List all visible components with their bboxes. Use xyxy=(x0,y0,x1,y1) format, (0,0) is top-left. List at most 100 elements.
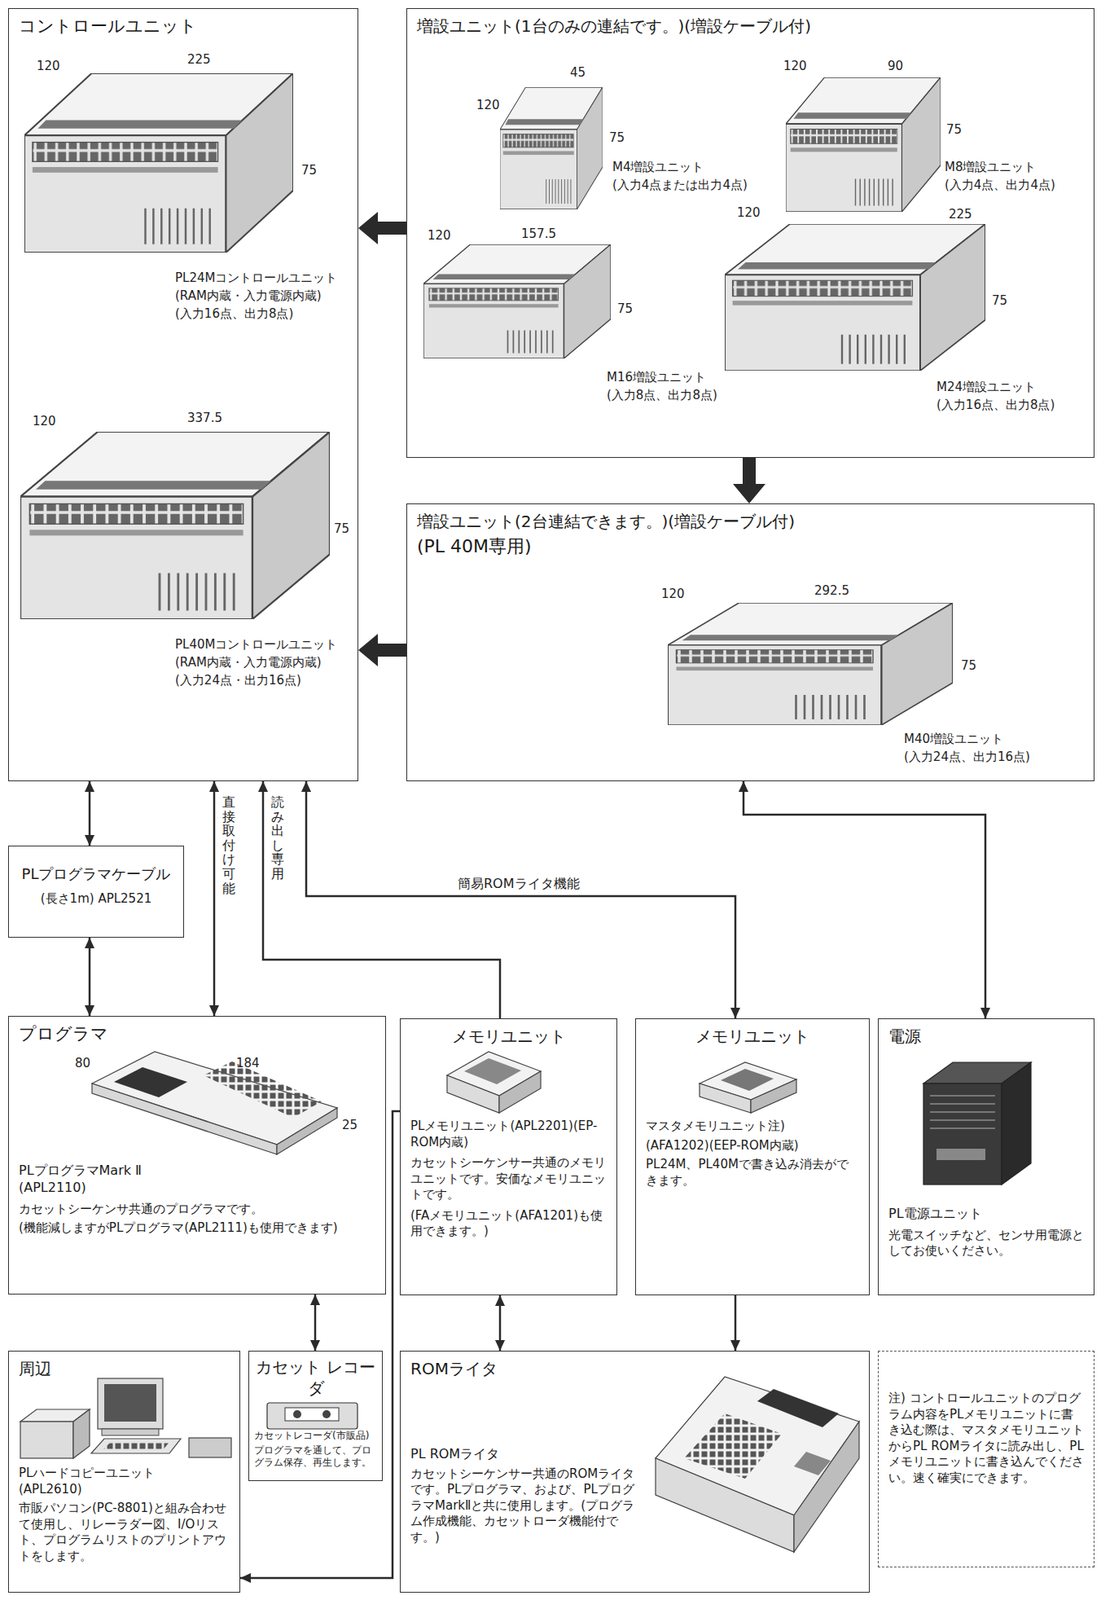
caption: (入力16点、出力8点) xyxy=(936,397,1055,413)
caption: (入力4点または出力4点) xyxy=(612,177,748,193)
dimension: 75 xyxy=(609,130,625,145)
caption: (RAM内蔵・入力電源内蔵) xyxy=(175,288,322,303)
m24-unit xyxy=(724,223,986,371)
caption: (入力4点、出力4点) xyxy=(944,177,1056,193)
edge-label: 簡易ROMライタ機能 xyxy=(456,874,582,894)
dimension: 157.5 xyxy=(521,226,557,242)
dimension: 90 xyxy=(887,58,904,74)
arrowhead xyxy=(84,780,95,792)
box-text: 市販パソコン(PC-8801)と組み合わせて使用し、リレーラダー図、I/Oリスト… xyxy=(18,1500,230,1564)
edge-label: 直接取付け可能 xyxy=(220,793,237,896)
note-box: 注) コントロールユニットのプログラム内容をPLメモリユニットに書き込む際は、マ… xyxy=(877,1350,1095,1567)
box-text: プログラマを通して、プログラム保存、再生します。 xyxy=(254,1443,378,1470)
m16-unit xyxy=(423,244,611,359)
caption: M24増設ユニット xyxy=(936,379,1036,395)
box-text: 光電スイッチなど、センサ用電源としてお使いください。 xyxy=(888,1227,1084,1259)
caption: (入力24点・出力16点) xyxy=(175,672,302,688)
caption: M16増設ユニット xyxy=(606,369,707,385)
connector xyxy=(209,780,220,1016)
caption: M8増設ユニット xyxy=(944,159,1037,175)
box-heading: 周辺 xyxy=(18,1357,230,1379)
box-text: (FAメモリユニット(AFA1201)も使用できます。) xyxy=(410,1207,607,1240)
arrowhead xyxy=(209,780,220,792)
dimension: 120 xyxy=(736,205,761,220)
box-text: (PL 40M専用) xyxy=(416,535,1084,559)
box-heading: PLプログラマケーブル xyxy=(18,864,174,883)
box-heading: カセット レコーダ xyxy=(254,1355,378,1399)
dimension: 120 xyxy=(427,228,452,243)
box-heading: メモリユニット xyxy=(645,1025,860,1047)
dimension: 75 xyxy=(301,162,317,178)
cable-box: PLプログラマケーブル (長さ1m) APL2521 xyxy=(8,845,185,938)
caption: PL40Mコントロールユニット xyxy=(175,636,338,652)
connector xyxy=(84,937,95,1016)
box-heading: 電源 xyxy=(888,1025,1084,1047)
programmer-picture xyxy=(92,1051,338,1154)
master-memory-picture xyxy=(699,1061,797,1113)
m40-unit xyxy=(667,602,953,725)
dimension: 225 xyxy=(948,206,973,222)
pl24m-unit xyxy=(24,73,294,253)
box-heading: 増設ユニット(1台のみの連結です。)(増設ケーブル付) xyxy=(416,15,1084,37)
connector xyxy=(495,1294,505,1351)
box-heading: プログラマ xyxy=(18,1022,376,1045)
dimension: 75 xyxy=(617,301,633,316)
block-arrow xyxy=(358,211,407,245)
block-arrow xyxy=(358,633,407,667)
m8-unit xyxy=(785,77,941,212)
arrowhead xyxy=(310,1339,321,1351)
caption: M40増設ユニット xyxy=(903,731,1004,746)
box-heading: コントロールユニット xyxy=(18,15,348,38)
box-text: カセットシーケンサ共通のプログラマです。 xyxy=(18,1201,376,1218)
dimension: 120 xyxy=(661,586,685,601)
dimension: 120 xyxy=(32,413,57,429)
connector xyxy=(310,1294,321,1351)
rom-writer-picture xyxy=(655,1376,860,1552)
dimension: 75 xyxy=(960,657,977,673)
box-text: マスタメモリユニット注) xyxy=(645,1118,860,1135)
device-box: プログラマ PLプログラマMark Ⅱ(APL2110) カセットシーケンサ共通のプ… xyxy=(8,1015,387,1295)
arrowhead xyxy=(730,1007,741,1018)
dimension: 337.5 xyxy=(187,410,223,426)
dimension: 80 xyxy=(74,1055,91,1071)
box-text: PL ROMライタ xyxy=(410,1445,643,1463)
box-text: PL24M、PL40Mで書き込み消去ができます。 xyxy=(645,1156,860,1189)
caption: PL24Mコントロールユニット xyxy=(175,270,338,286)
dimension: 75 xyxy=(333,521,350,536)
box-text: カセットレコーダ(市販品) xyxy=(254,1429,378,1443)
m4-unit xyxy=(500,87,603,210)
caption: (入力24点、出力16点) xyxy=(903,749,1031,764)
arrowhead xyxy=(738,780,749,792)
memory-unit-picture xyxy=(447,1051,541,1113)
dimension: 45 xyxy=(570,65,586,80)
device-box: ROMライタ PL ROMライタカセットシーケンサー共通のROMライタです。PLプ… xyxy=(399,1350,870,1593)
connector xyxy=(301,780,741,1018)
arrowhead xyxy=(310,1294,321,1305)
box-text: PLメモリユニット(APL2201)(EP-ROM内蔵) xyxy=(410,1118,607,1150)
dimension: 184 xyxy=(236,1055,260,1071)
dimension: 75 xyxy=(991,293,1008,308)
caption: (入力8点、出力8点) xyxy=(606,387,718,403)
pl40m-unit xyxy=(20,431,330,619)
box-text: (APL2110) xyxy=(18,1179,376,1197)
box-text: (長さ1m) APL2521 xyxy=(18,890,174,908)
device-box: メモリユニットPLメモリユニット(APL2201)(EP-ROM内蔵)カセットシ… xyxy=(399,1017,618,1295)
arrowhead xyxy=(730,1339,741,1351)
arrowhead xyxy=(240,1572,251,1583)
caption: M4増設ユニット xyxy=(612,159,705,175)
arrowhead xyxy=(980,1007,991,1018)
box-text: カセットシーケンサー共通のROMライタです。PLプログラマ、および、PLプログラ… xyxy=(410,1465,643,1546)
arrowhead xyxy=(209,1004,220,1016)
arrowhead xyxy=(495,1339,505,1351)
box-text: (AFA1202)(EEP-ROM内蔵) xyxy=(645,1137,860,1154)
pc-printer-picture xyxy=(20,1377,232,1458)
dimension: 75 xyxy=(946,122,962,137)
box-text: PLプログラマMark Ⅱ xyxy=(18,1162,376,1180)
box-text: PL電源ユニット xyxy=(888,1205,1084,1223)
block-arrow xyxy=(732,457,766,504)
connector xyxy=(730,1294,741,1351)
box-text: PLハードコピーユニット xyxy=(18,1465,230,1482)
arrowhead xyxy=(84,834,95,846)
box-heading: ROMライタ xyxy=(410,1357,860,1379)
caption: (RAM内蔵・入力電源内蔵) xyxy=(175,654,322,670)
